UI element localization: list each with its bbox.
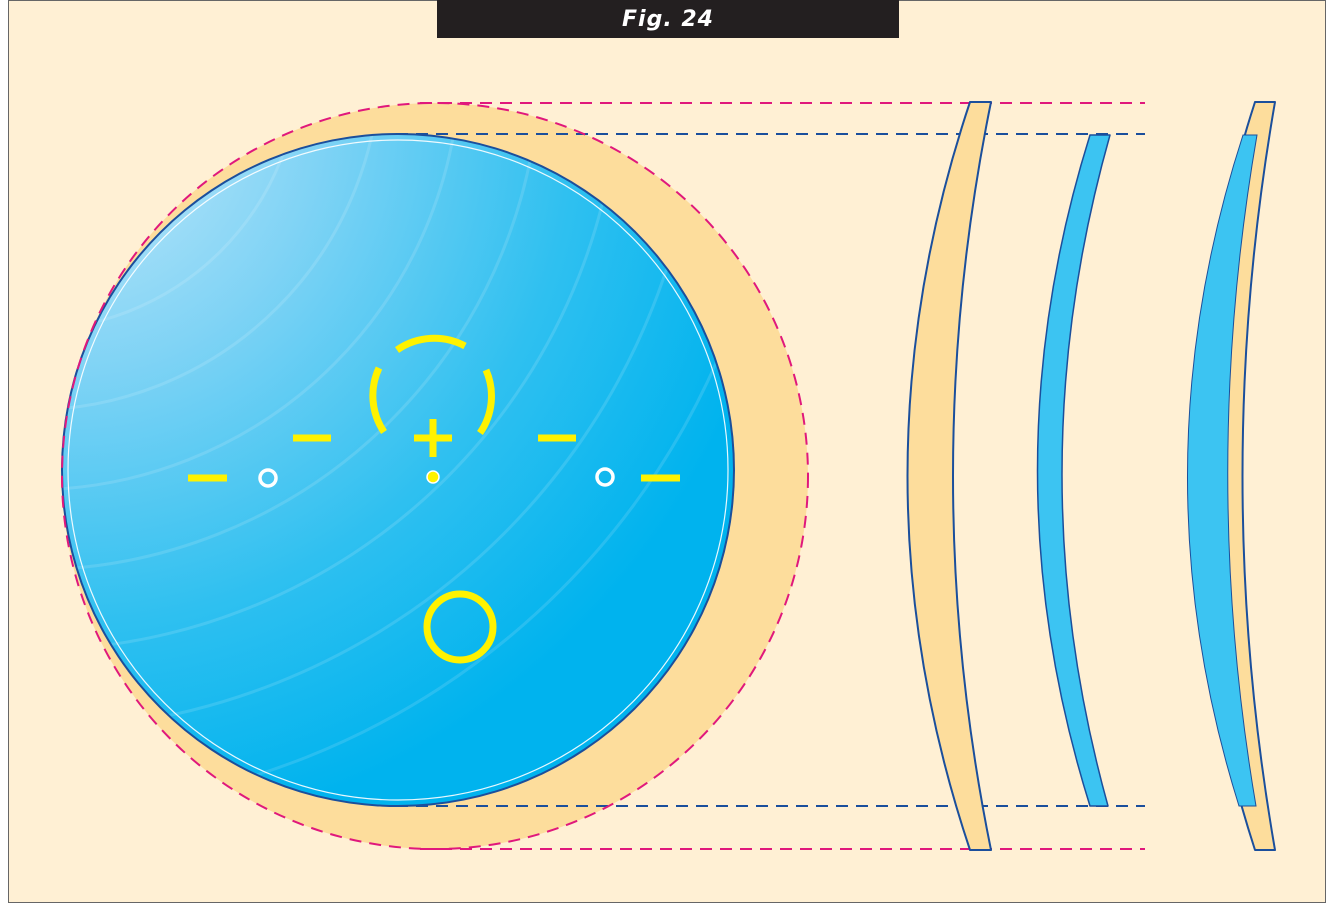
left-alignment-circle-icon xyxy=(258,468,278,488)
prism-reference-dot-icon xyxy=(426,470,440,484)
horizontal-marker-dashes xyxy=(188,434,680,482)
right-alignment-circle-icon xyxy=(595,467,615,487)
lens-within-blank-side-view xyxy=(1186,101,1276,851)
prism-reference-plus-icon xyxy=(414,419,452,457)
blank-side-view xyxy=(906,101,992,851)
lens-side-view xyxy=(1036,134,1111,807)
distance-reference-icon xyxy=(369,334,495,435)
figure-title: Fig. 24 xyxy=(622,6,714,32)
figure-title-bar: Fig. 24 xyxy=(437,0,899,38)
finished-lens-front-view xyxy=(61,133,735,807)
near-reference-ring-icon xyxy=(423,590,497,664)
blank-outline-circle xyxy=(61,102,809,850)
